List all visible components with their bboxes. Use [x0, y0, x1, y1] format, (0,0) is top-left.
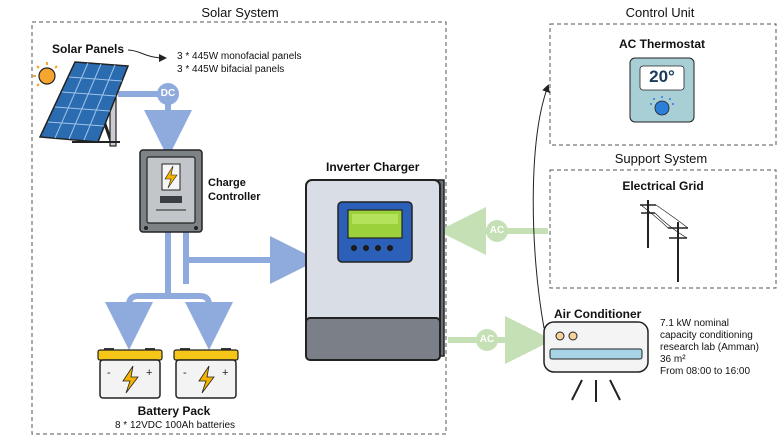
air-conditioner-icon: [543, 321, 649, 402]
battery-pack-label: Battery Pack: [137, 404, 211, 418]
ac-detail-5: From 08:00 to 16:00: [660, 366, 751, 377]
control-line: [532, 84, 550, 329]
svg-text:+: +: [222, 367, 228, 379]
solar-panels-label: Solar Panels: [52, 42, 125, 56]
panel-note-2: 3 * 445W bifacial panels: [177, 64, 285, 75]
air-conditioner-details: 7.1 kW nominal capacity conditioning res…: [660, 318, 759, 378]
ac-badge-circle-top: [486, 220, 508, 242]
support-system-boundary: [549, 169, 777, 289]
ac-detail-2: capacity conditioning: [660, 330, 753, 341]
solar-panel-icon: [33, 61, 130, 147]
dc-line-to-batteries: [126, 293, 212, 335]
notes-arrow: [127, 49, 167, 62]
ac-detail-4: 36 m²: [660, 354, 686, 365]
ac-badge-circle-bottom: [476, 329, 498, 351]
charge-controller-label-line2: Controller: [208, 191, 261, 203]
panel-note-1: 3 * 445W monofacial panels: [177, 51, 302, 62]
solar-system-title: Solar System: [201, 5, 279, 20]
svg-text:-: -: [107, 367, 111, 379]
control-unit-title: Control Unit: [625, 5, 695, 20]
battery-icon-right: - +: [173, 348, 239, 399]
inverter-charger-label: Inverter Charger: [326, 160, 420, 174]
ac-detail-3: research lab (Amman): [660, 342, 759, 353]
support-system-title: Support System: [614, 151, 708, 166]
control-unit-boundary: [549, 23, 777, 146]
svg-text:+: +: [146, 367, 152, 379]
air-conditioner-label: Air Conditioner: [554, 307, 642, 321]
thermostat-icon: [629, 57, 695, 123]
dc-badge-label: DC: [160, 88, 176, 99]
dc-badge-circle: [157, 83, 179, 105]
battery-pack-spec: 8 * 12VDC 100Ah batteries: [114, 420, 236, 431]
inverter-charger-icon: [305, 179, 445, 361]
dc-line-to-inverter: [183, 236, 318, 284]
charge-controller-label-line1: Charge: [208, 177, 246, 189]
svg-text:-: -: [183, 367, 187, 379]
power-pole-icon: [640, 200, 689, 282]
thermostat-label: AC Thermostat: [618, 37, 705, 51]
charge-controller-label: Charge Controller: [208, 176, 261, 204]
battery-icon-left: - +: [97, 348, 163, 399]
ac-detail-1: 7.1 kW nominal: [660, 318, 729, 329]
electrical-grid-label: Electrical Grid: [622, 179, 704, 193]
ac-badge-label-top: AC: [489, 225, 505, 236]
charge-controller-icon: [139, 149, 203, 233]
ac-badge-label-bottom: AC: [479, 334, 495, 345]
thermostat-display: 20°: [649, 67, 675, 86]
